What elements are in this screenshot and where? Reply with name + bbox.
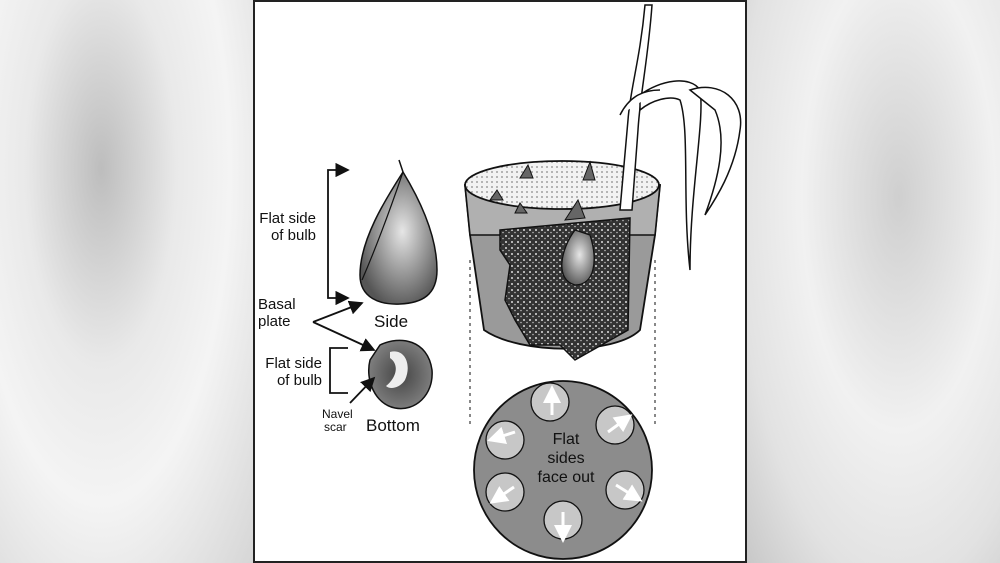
label-navel: Navel — [322, 407, 353, 421]
label-sides: sides — [547, 450, 584, 467]
label-flat-side-bottom-2: of bulb — [277, 372, 322, 389]
label-plate: plate — [258, 313, 291, 330]
pot-top-view: Flat sides face out — [473, 380, 653, 560]
label-flat-side-top: Flat side — [259, 210, 316, 227]
blurred-background-left — [0, 0, 253, 563]
pot-cutaway — [464, 160, 661, 361]
side-bulb — [359, 159, 438, 305]
label-flat: Flat — [553, 431, 580, 448]
label-arrows — [312, 162, 376, 404]
label-bottom: Bottom — [366, 416, 420, 435]
label-scar: scar — [324, 420, 347, 434]
plant-stem — [619, 4, 742, 271]
labels: Flat side of bulb Basal plate Side Flat … — [258, 210, 420, 435]
label-face-out: face out — [538, 469, 595, 486]
label-flat-side-bottom: Flat side — [265, 355, 322, 372]
label-flat-side-top-2: of bulb — [271, 227, 316, 244]
label-basal: Basal — [258, 296, 296, 313]
bottom-bulb — [368, 339, 433, 410]
blurred-background-right — [747, 0, 1000, 563]
label-side: Side — [374, 312, 408, 331]
